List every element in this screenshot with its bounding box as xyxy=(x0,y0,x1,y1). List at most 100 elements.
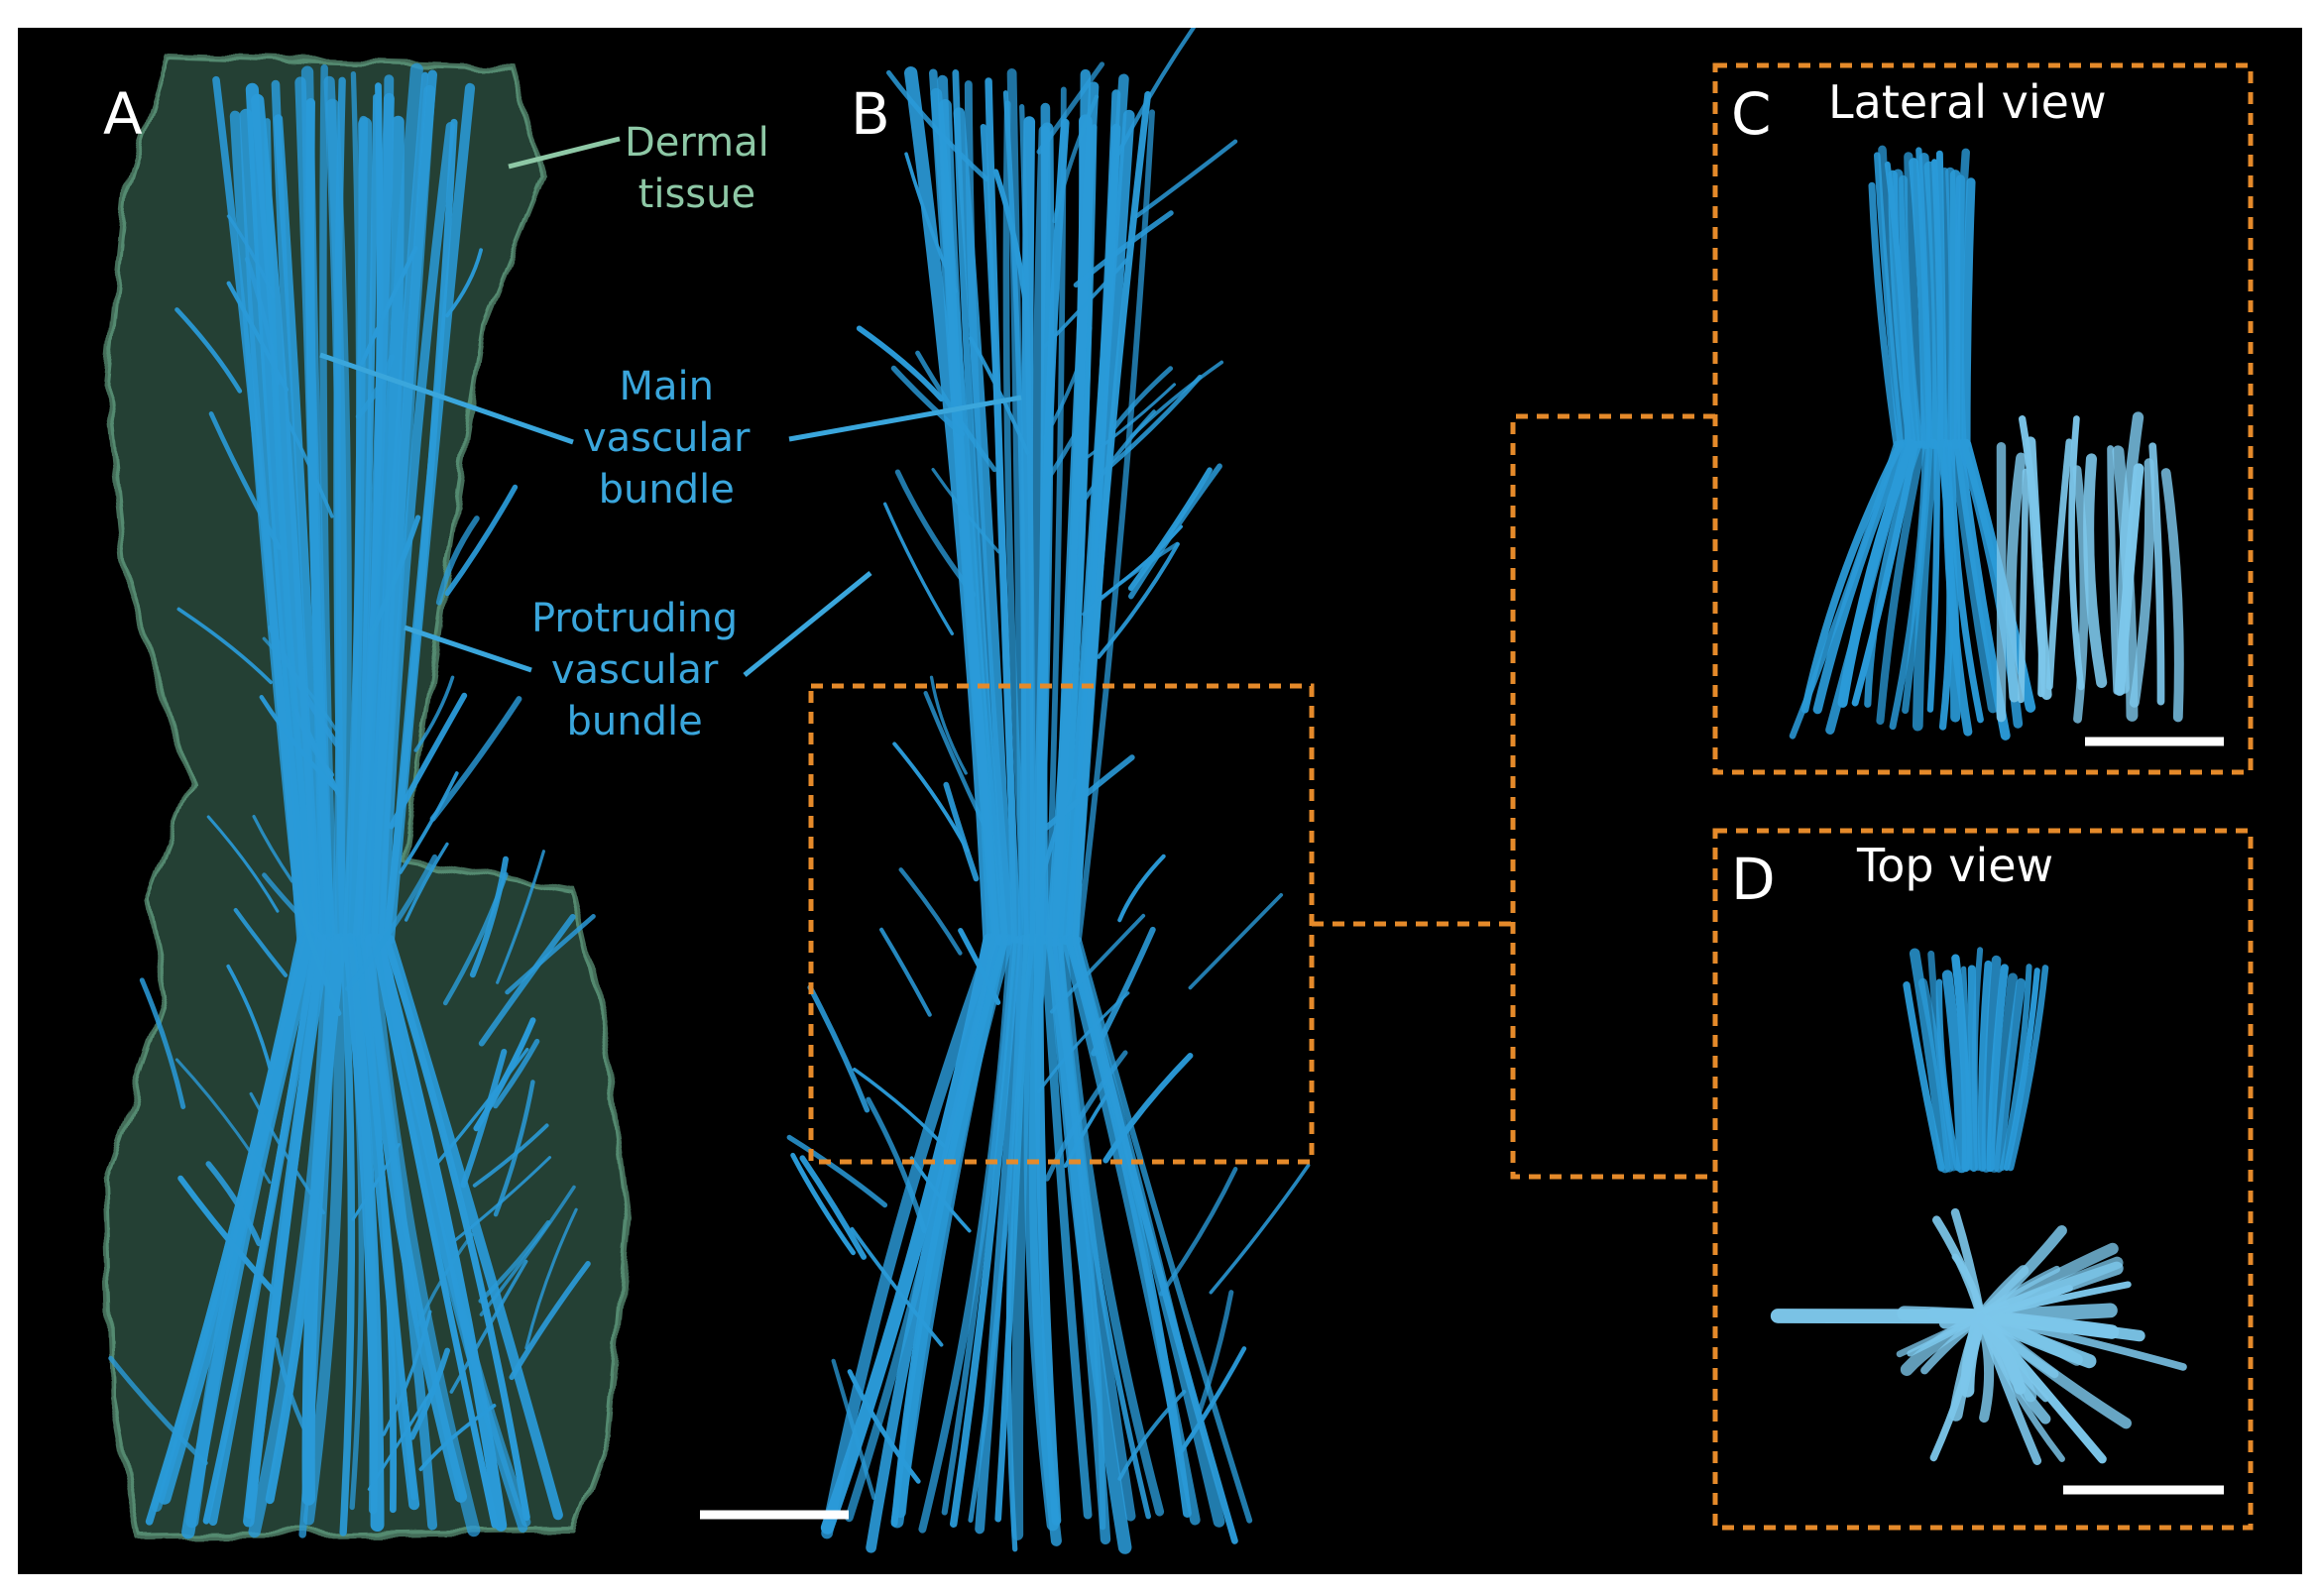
top-view-title: Top view xyxy=(1857,839,2054,892)
vascular-strand xyxy=(866,1096,927,1233)
vascular-strand xyxy=(444,484,519,597)
vascular-strand xyxy=(1975,1311,2132,1429)
vascular-strand xyxy=(2083,453,2108,689)
vascular-strand xyxy=(174,307,243,394)
vascular-strand xyxy=(348,935,379,1515)
vascular-strand xyxy=(1971,947,1984,1172)
main-bundle-leader-a xyxy=(319,352,574,445)
vascular-strand xyxy=(319,63,338,944)
vascular-strand xyxy=(108,1355,208,1466)
panel-c-lateral-bundles xyxy=(1789,145,2184,741)
vascular-strand xyxy=(929,675,968,775)
vascular-strand xyxy=(252,814,294,883)
vascular-strand xyxy=(1159,1167,1238,1297)
vascular-strand xyxy=(2160,468,2184,723)
vascular-strand xyxy=(1941,969,1967,1174)
vascular-strand xyxy=(1042,326,1093,441)
vascular-strand xyxy=(1800,440,1905,714)
vascular-strand xyxy=(1868,181,1901,448)
vascular-strand xyxy=(1981,955,2002,1173)
vascular-strand xyxy=(1904,152,1927,449)
vascular-strand xyxy=(367,1388,434,1491)
vascular-strand xyxy=(360,246,418,366)
vascular-strand xyxy=(831,1358,876,1500)
vascular-strand xyxy=(1999,964,2032,1172)
vascular-strand xyxy=(429,696,522,822)
vascular-strand xyxy=(408,1347,450,1440)
vascular-strand xyxy=(1037,991,1130,1094)
vascular-strand xyxy=(1878,145,1909,449)
vascular-strand xyxy=(245,82,316,947)
vascular-strand xyxy=(1961,966,1973,1171)
vascular-strand xyxy=(388,692,468,830)
vascular-strand xyxy=(249,1091,325,1215)
vascular-strand xyxy=(364,933,481,1538)
vascular-strand xyxy=(1209,1163,1311,1295)
vascular-strand xyxy=(418,1404,497,1472)
vascular-strand xyxy=(243,934,331,1528)
panel-label-d: D xyxy=(1731,846,1776,913)
vascular-strand xyxy=(1072,90,1152,944)
vascular-strand xyxy=(909,1156,972,1233)
vascular-strand xyxy=(379,935,531,1528)
vascular-strand xyxy=(435,1047,529,1166)
panel-d-frame xyxy=(1712,828,2254,1531)
panel-b-vascular-bundles xyxy=(786,28,1311,1554)
vascular-strand xyxy=(469,855,510,978)
vascular-strand xyxy=(1032,778,1077,912)
vascular-strand xyxy=(941,936,1017,1516)
vascular-strand xyxy=(821,934,998,1539)
panel-a-vascular-bundles xyxy=(108,62,596,1539)
vascular-strand xyxy=(1091,926,1156,1057)
vascular-strand xyxy=(2003,968,2040,1172)
vascular-strand xyxy=(892,741,970,853)
vascular-strand xyxy=(478,913,576,1047)
vascular-strand xyxy=(413,675,455,752)
vascular-strand xyxy=(415,1232,474,1328)
vascular-strand xyxy=(923,691,988,832)
vascular-strand xyxy=(1961,177,1976,449)
panel-label-a: A xyxy=(103,80,143,148)
main-bundle-leader-b xyxy=(788,395,1022,442)
vascular-strand xyxy=(969,336,1030,455)
vascular-strand xyxy=(345,854,438,992)
vascular-strand xyxy=(2068,415,2085,691)
vascular-strand xyxy=(2129,458,2155,708)
vascular-strand xyxy=(351,1143,401,1221)
protruding-vascular-bundle-label: Protruding vascular bundle xyxy=(531,596,739,744)
vascular-strand xyxy=(799,1155,868,1260)
vascular-strand xyxy=(268,625,343,752)
vascular-strand xyxy=(1864,440,1922,708)
vascular-strand xyxy=(1935,150,1948,448)
vascular-strand xyxy=(1042,754,1135,832)
vascular-strand xyxy=(1926,440,1940,713)
vascular-strand xyxy=(904,152,958,293)
vascular-strand xyxy=(890,365,966,437)
vascular-strand xyxy=(949,936,1021,1529)
vascular-strand xyxy=(404,842,449,922)
vascular-strand xyxy=(1028,934,1062,1546)
vascular-strand xyxy=(301,933,347,1506)
protruding-leader-b xyxy=(743,571,872,677)
vascular-strand xyxy=(1920,1311,1986,1375)
vascular-strand xyxy=(293,708,335,777)
vascular-strand xyxy=(1117,854,1166,923)
vascular-strand xyxy=(958,928,1001,1005)
vascular-strand xyxy=(1986,964,2009,1173)
vascular-strand xyxy=(2045,438,2073,691)
vascular-strand xyxy=(1109,366,1174,433)
vascular-strand xyxy=(1129,360,1224,438)
vascular-strand xyxy=(2005,452,2027,703)
vascular-strand xyxy=(206,815,280,913)
vascular-strand xyxy=(208,411,283,550)
vascular-strand xyxy=(2007,965,2049,1172)
vascular-strand xyxy=(496,850,545,984)
panel-d-top-bundles xyxy=(1770,947,2187,1465)
vascular-strand xyxy=(208,935,323,1527)
panel-label-b: B xyxy=(851,80,890,148)
vascular-strand xyxy=(807,984,870,1113)
vascular-strand xyxy=(226,281,290,393)
vascular-strand xyxy=(1047,933,1132,1554)
vascular-strand xyxy=(2117,411,2145,694)
vascular-strand xyxy=(226,964,274,1075)
